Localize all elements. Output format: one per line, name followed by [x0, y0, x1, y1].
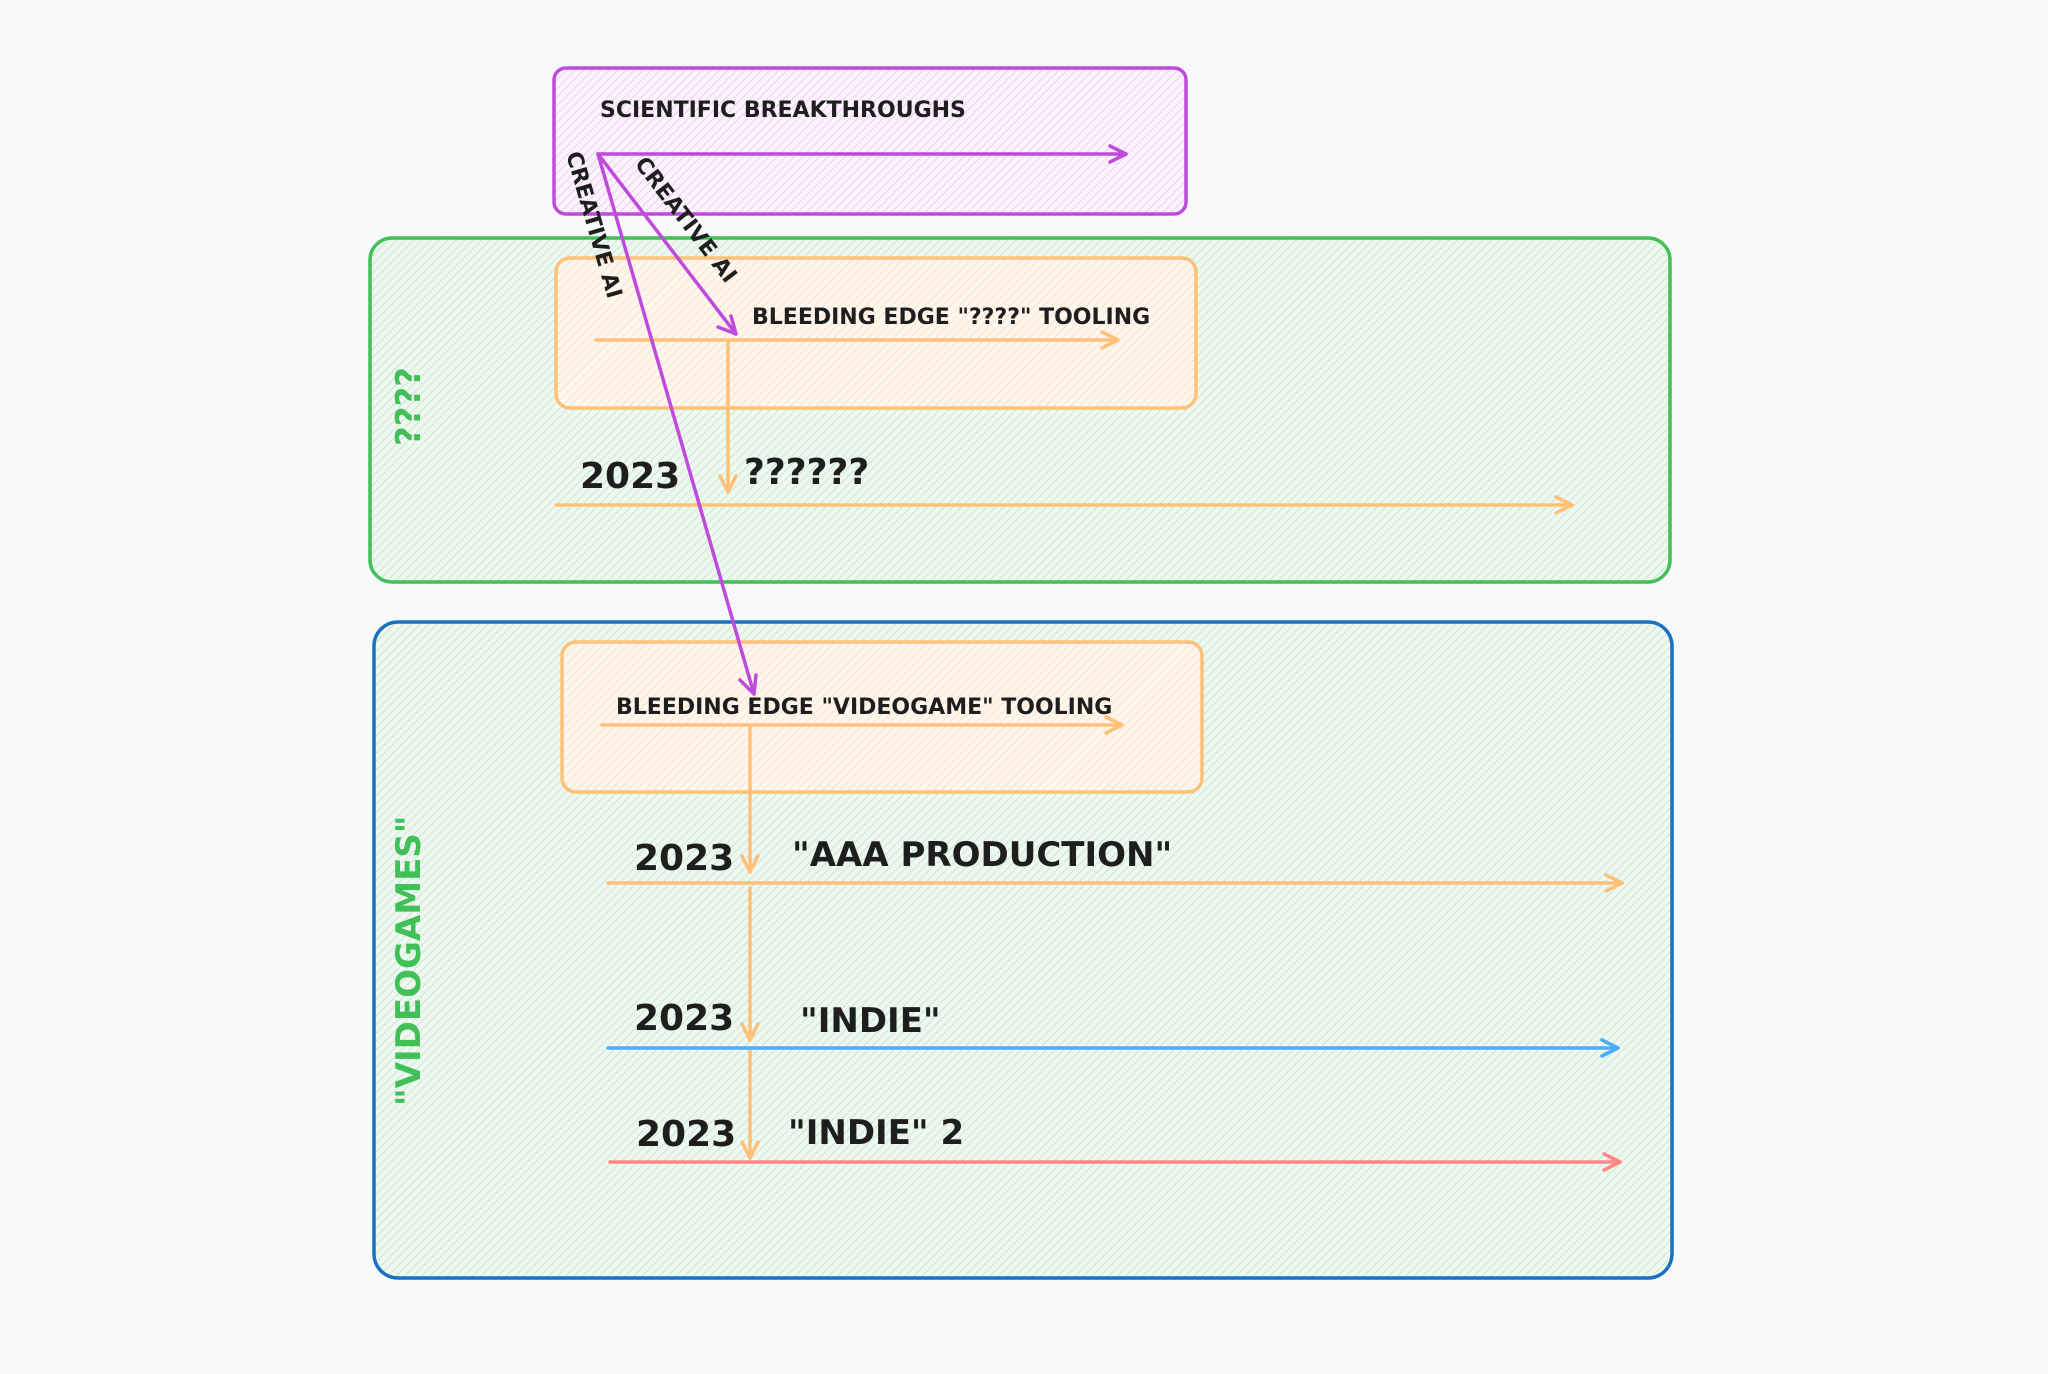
unknown-tooling-arrow	[594, 330, 1120, 350]
videogame-tooling-box	[560, 640, 1204, 794]
indie-label: "INDIE"	[800, 1001, 941, 1041]
scientific-box	[552, 66, 1188, 216]
videogames-region-label: "VIDEOGAMES"	[389, 815, 429, 1106]
unknown-output-label: ??????	[744, 452, 869, 493]
indie-to-indie2-arrow	[740, 1048, 760, 1160]
aaa-to-indie-arrow	[740, 886, 760, 1042]
indie2-timeline-arrow	[608, 1152, 1622, 1172]
unknown-tooling-label: BLEEDING EDGE "????" TOOLING	[752, 305, 1150, 330]
aaa-year-label: 2023	[634, 838, 734, 879]
videogame-tooling-arrow	[600, 715, 1124, 735]
unknown-year-timeline-arrow	[554, 495, 1574, 515]
indie2-label: "INDIE" 2	[788, 1113, 964, 1153]
videogame-tooling-label: BLEEDING EDGE "VIDEOGAME" TOOLING	[616, 695, 1112, 720]
creative-ai-arrow-to-videogame	[596, 152, 758, 696]
indie2-year-label: 2023	[636, 1114, 736, 1155]
unknown-year-label: 2023	[580, 456, 680, 497]
tooling-to-aaa-arrow	[740, 726, 760, 874]
aaa-timeline-arrow	[606, 873, 1624, 893]
unknown-region-label: ????	[389, 367, 429, 446]
unknown-tooling-box	[554, 256, 1198, 410]
aaa-label: "AAA PRODUCTION"	[792, 835, 1172, 875]
indie-timeline-arrow	[606, 1038, 1620, 1058]
creative-ai-arrow-to-unknown	[596, 152, 738, 336]
indie-year-label: 2023	[634, 998, 734, 1039]
scientific-arrow	[596, 144, 1128, 164]
unknown-drop-arrow	[718, 338, 738, 494]
scientific-label: SCIENTIFIC BREAKTHROUGHS	[600, 98, 966, 123]
